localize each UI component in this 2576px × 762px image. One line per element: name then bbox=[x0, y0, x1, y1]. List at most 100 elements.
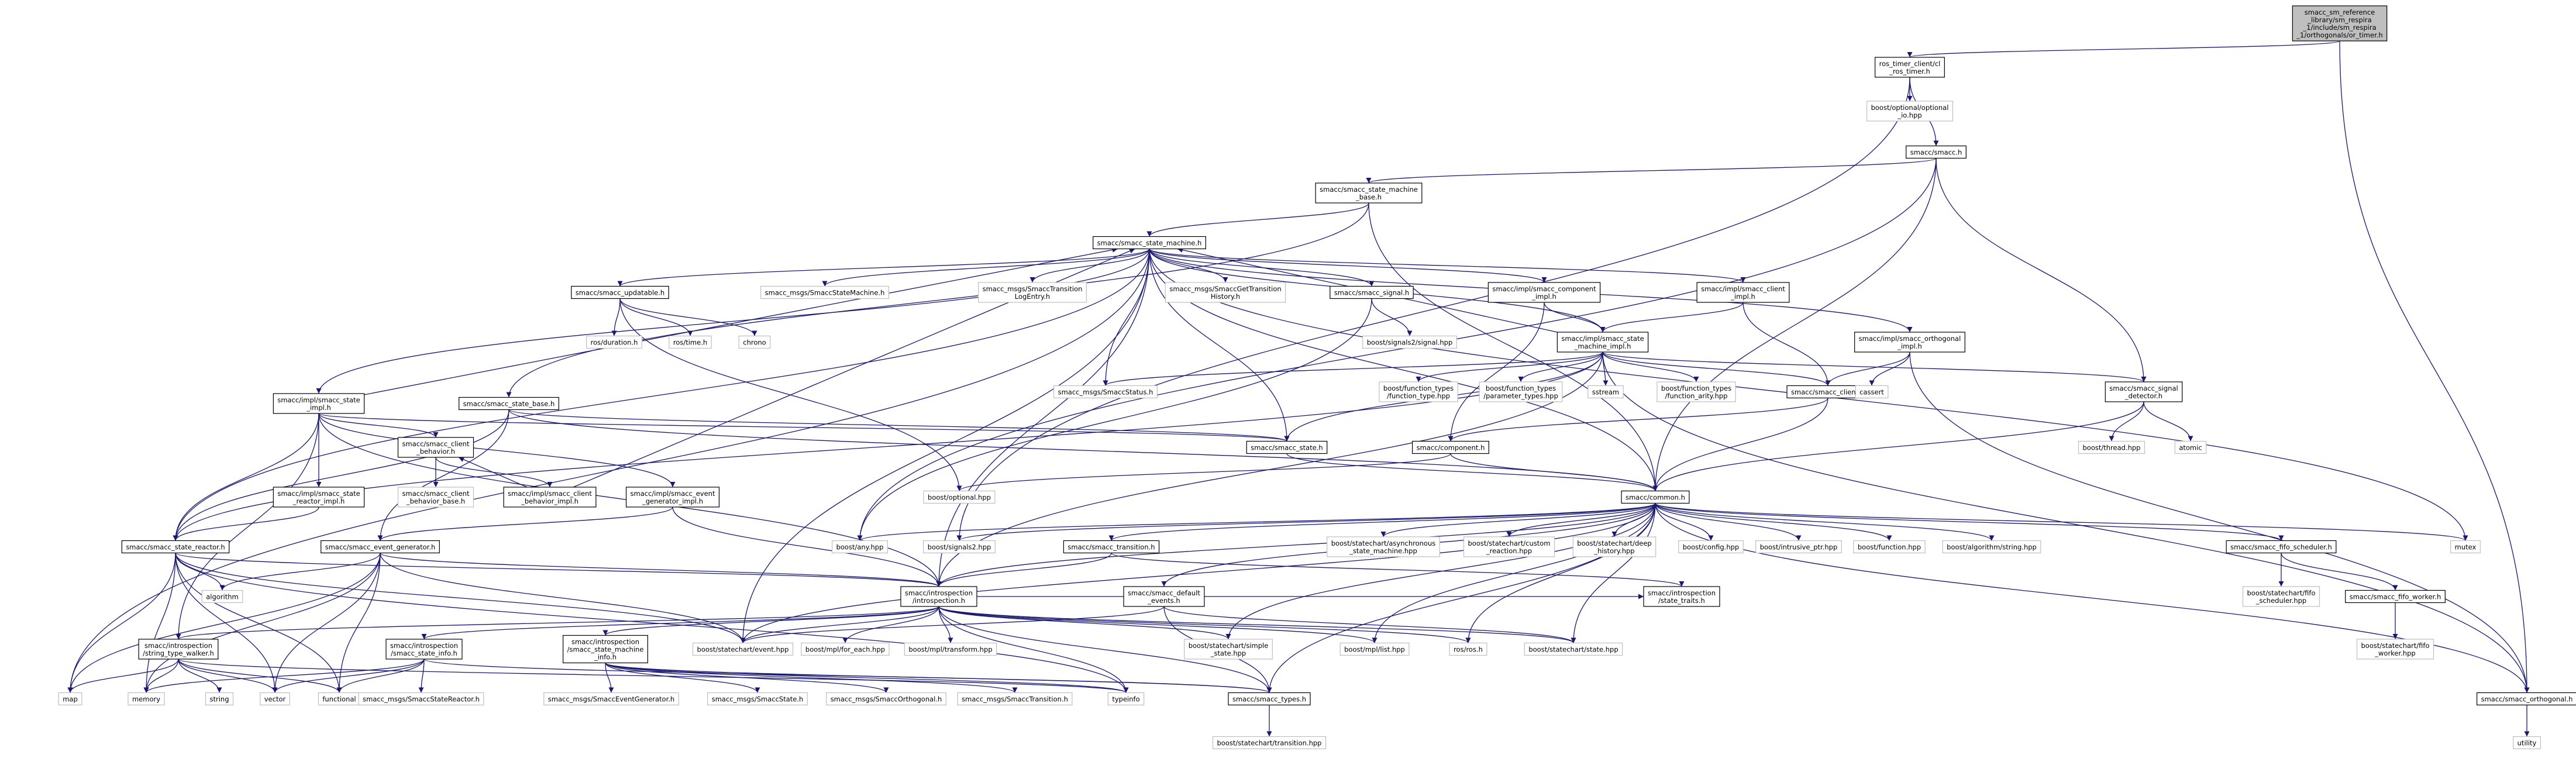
node-client-h[interactable]: smacc/smacc_client.h bbox=[1786, 385, 1869, 399]
node-event-generator[interactable]: smacc/smacc_event_generator.h bbox=[321, 540, 440, 554]
node-box bbox=[586, 335, 642, 349]
node-client-impl[interactable]: smacc/impl/smacc_client_impl.h bbox=[1696, 282, 1790, 303]
node-common-h[interactable]: smacc/common.h bbox=[1621, 490, 1690, 504]
node-label: _reaction.hpp bbox=[1486, 547, 1532, 555]
node-transition-h[interactable]: smacc/smacc_transition.h bbox=[1063, 540, 1160, 554]
node-state-reactor[interactable]: smacc/smacc_state_reactor.h bbox=[121, 540, 230, 554]
node-fifo-scheduler[interactable]: smacc/smacc_fifo_scheduler.h bbox=[2226, 540, 2337, 554]
node-client-behavior-impl[interactable]: smacc/impl/smacc_client_behavior_impl.h bbox=[503, 487, 597, 508]
node-sm-base[interactable]: smacc/smacc_state_machine_base.h bbox=[1315, 182, 1423, 204]
node-msg-state: smacc_msgs/SmaccState.h bbox=[707, 692, 808, 706]
node-root[interactable]: smacc_sm_reference_library/sm_respira_1/… bbox=[2292, 5, 2388, 42]
node-state-base[interactable]: smacc/smacc_state_base.h bbox=[459, 396, 559, 411]
node-signal-h[interactable]: smacc/smacc_signal.h bbox=[1330, 285, 1414, 299]
edge-string-walker-to-functional bbox=[178, 658, 342, 693]
node-mpl-list: boost/mpl/list.hpp bbox=[1339, 642, 1410, 656]
node-box bbox=[1362, 335, 1457, 349]
node-label: boost/thread.hpp bbox=[2083, 444, 2141, 452]
node-ros-ros: ros/ros.h bbox=[1449, 642, 1487, 656]
node-label: map bbox=[63, 695, 78, 704]
node-label: boost/function_types bbox=[1661, 384, 1731, 392]
node-client-behavior[interactable]: smacc/smacc_client_behavior.h bbox=[397, 437, 474, 458]
node-box bbox=[201, 589, 243, 604]
edge-smacc-h-to-common-h bbox=[1652, 158, 1937, 491]
node-label: _1/orthogonals/or_timer.h bbox=[2296, 31, 2382, 39]
node-smacc-h[interactable]: smacc/smacc.h bbox=[1906, 145, 1967, 159]
node-cassert: cassert bbox=[1855, 385, 1889, 399]
node-event-gen-impl[interactable]: smacc/impl/smacc_event_generator_impl.h bbox=[625, 487, 720, 508]
node-label: /function_type.hpp bbox=[1387, 392, 1450, 400]
node-state-reactor-impl[interactable]: smacc/impl/smacc_state_reactor_impl.h bbox=[273, 487, 365, 508]
node-bs-state: boost/statechart/state.hpp bbox=[1524, 642, 1623, 656]
node-box bbox=[1487, 282, 1601, 303]
edge-introspection-to-mpl-transform bbox=[938, 606, 953, 643]
node-default-events[interactable]: smacc/smacc_default_events.h bbox=[1123, 586, 1205, 607]
edge-common-h-to-boost-any bbox=[857, 502, 1656, 542]
node-fifo-worker-h[interactable]: smacc/smacc_fifo_worker.h bbox=[2345, 589, 2446, 604]
node-box bbox=[2345, 589, 2446, 604]
node-updatable[interactable]: smacc/smacc_updatable.h bbox=[571, 285, 669, 299]
edge-sm-impl-to-msg-status bbox=[1103, 351, 1603, 387]
node-label: cassert bbox=[1859, 388, 1884, 396]
edge-comp-impl-to-component-h bbox=[1448, 302, 1545, 442]
node-label: LogEntry.h bbox=[1015, 292, 1050, 301]
node-box bbox=[2242, 586, 2320, 607]
edge-signal-detector-to-boost-thread bbox=[2109, 401, 2144, 442]
edge-layer bbox=[67, 40, 2530, 737]
node-label: _io.hpp bbox=[1897, 111, 1921, 119]
node-algorithm: algorithm bbox=[201, 589, 243, 604]
edge-transition-h-to-introspection bbox=[936, 553, 1112, 587]
node-box bbox=[1643, 586, 1720, 607]
node-box bbox=[669, 335, 712, 349]
node-types-h[interactable]: smacc/smacc_types.h bbox=[1228, 692, 1311, 706]
node-box bbox=[1165, 282, 1286, 303]
node-state-traits[interactable]: smacc/introspection/state_traits.h bbox=[1643, 586, 1720, 607]
edge-introspection-to-bs-event bbox=[740, 606, 939, 643]
node-map: map bbox=[58, 692, 82, 706]
edge-updatable-to-ros-duration bbox=[611, 298, 621, 336]
node-box bbox=[128, 692, 165, 706]
node-component-h[interactable]: smacc/component.h bbox=[1412, 440, 1489, 454]
node-label: smacc_msgs/SmaccStateReactor.h bbox=[363, 695, 480, 704]
edge-state-base-to-state-reactor bbox=[173, 409, 509, 541]
edge-smacc-h-to-signal-detector bbox=[1936, 158, 2147, 382]
node-atomic: atomic bbox=[2174, 440, 2207, 454]
node-introspection[interactable]: smacc/introspection/introspection.h bbox=[900, 586, 977, 607]
edge-fifo-scheduler-to-fifo-worker-h bbox=[2281, 553, 2398, 591]
node-label: smacc/introspection bbox=[905, 589, 973, 597]
node-state-info[interactable]: smacc/introspection/smacc_state_info.h bbox=[385, 639, 463, 660]
node-boost-any: boost/any.hpp bbox=[832, 540, 888, 554]
node-box bbox=[2105, 381, 2183, 402]
node-label: _history.hpp bbox=[1593, 547, 1634, 555]
node-box bbox=[1572, 536, 1657, 557]
node-label: smacc/smacc_state_machine.h bbox=[1097, 239, 1202, 247]
edge-state-reactor-to-typeinfo bbox=[175, 553, 1129, 693]
edge-common-h-to-custom-reaction bbox=[1506, 503, 1656, 537]
node-sm-info[interactable]: smacc/introspection/smacc_state_machine_… bbox=[562, 635, 649, 664]
node-signal-detector[interactable]: smacc/smacc_signal_detector.h bbox=[2105, 381, 2183, 402]
node-box bbox=[397, 437, 474, 458]
node-comp-impl[interactable]: smacc/impl/smacc_component_impl.h bbox=[1487, 282, 1601, 303]
edge-state-impl-to-state-reactor bbox=[173, 413, 319, 541]
node-orth-impl[interactable]: smacc/impl/smacc_orthogonal_impl.h bbox=[1854, 332, 1965, 353]
node-ros-timer-client[interactable]: ros_timer_client/cl_ros_timer.h bbox=[1875, 57, 1945, 78]
node-box bbox=[503, 487, 597, 508]
edge-sm-impl-to-ft-type bbox=[1416, 351, 1603, 382]
node-label: smacc/smacc_state_machine bbox=[1320, 185, 1418, 194]
node-state-impl[interactable]: smacc/impl/smacc_state_impl.h bbox=[273, 393, 365, 414]
node-state-h[interactable]: smacc/smacc_state.h bbox=[1246, 440, 1328, 454]
edge-component-h-to-boost-optional bbox=[956, 453, 1451, 492]
node-orthogonal-h[interactable]: smacc/smacc_orthogonal.h bbox=[2476, 692, 2576, 706]
node-label: smacc/smacc_client.h bbox=[1791, 388, 1865, 396]
node-state-machine[interactable]: smacc/smacc_state_machine.h bbox=[1093, 236, 1206, 250]
node-string-walker[interactable]: smacc/introspection/string_type_walker.h bbox=[138, 639, 219, 660]
node-sm-impl[interactable]: smacc/impl/smacc_state_machine_impl.h bbox=[1556, 332, 1649, 353]
node-box bbox=[957, 692, 1073, 706]
node-label: ros_timer_client/cl bbox=[1879, 60, 1941, 68]
node-label: _behavior.h bbox=[416, 447, 455, 456]
node-box bbox=[1875, 57, 1945, 78]
edge-updatable-to-ros-time bbox=[619, 298, 693, 336]
node-label: /function_arity.hpp bbox=[1665, 392, 1728, 400]
edge-common-h-to-intrusive-ptr bbox=[1655, 503, 1802, 541]
node-box bbox=[1228, 692, 1311, 706]
